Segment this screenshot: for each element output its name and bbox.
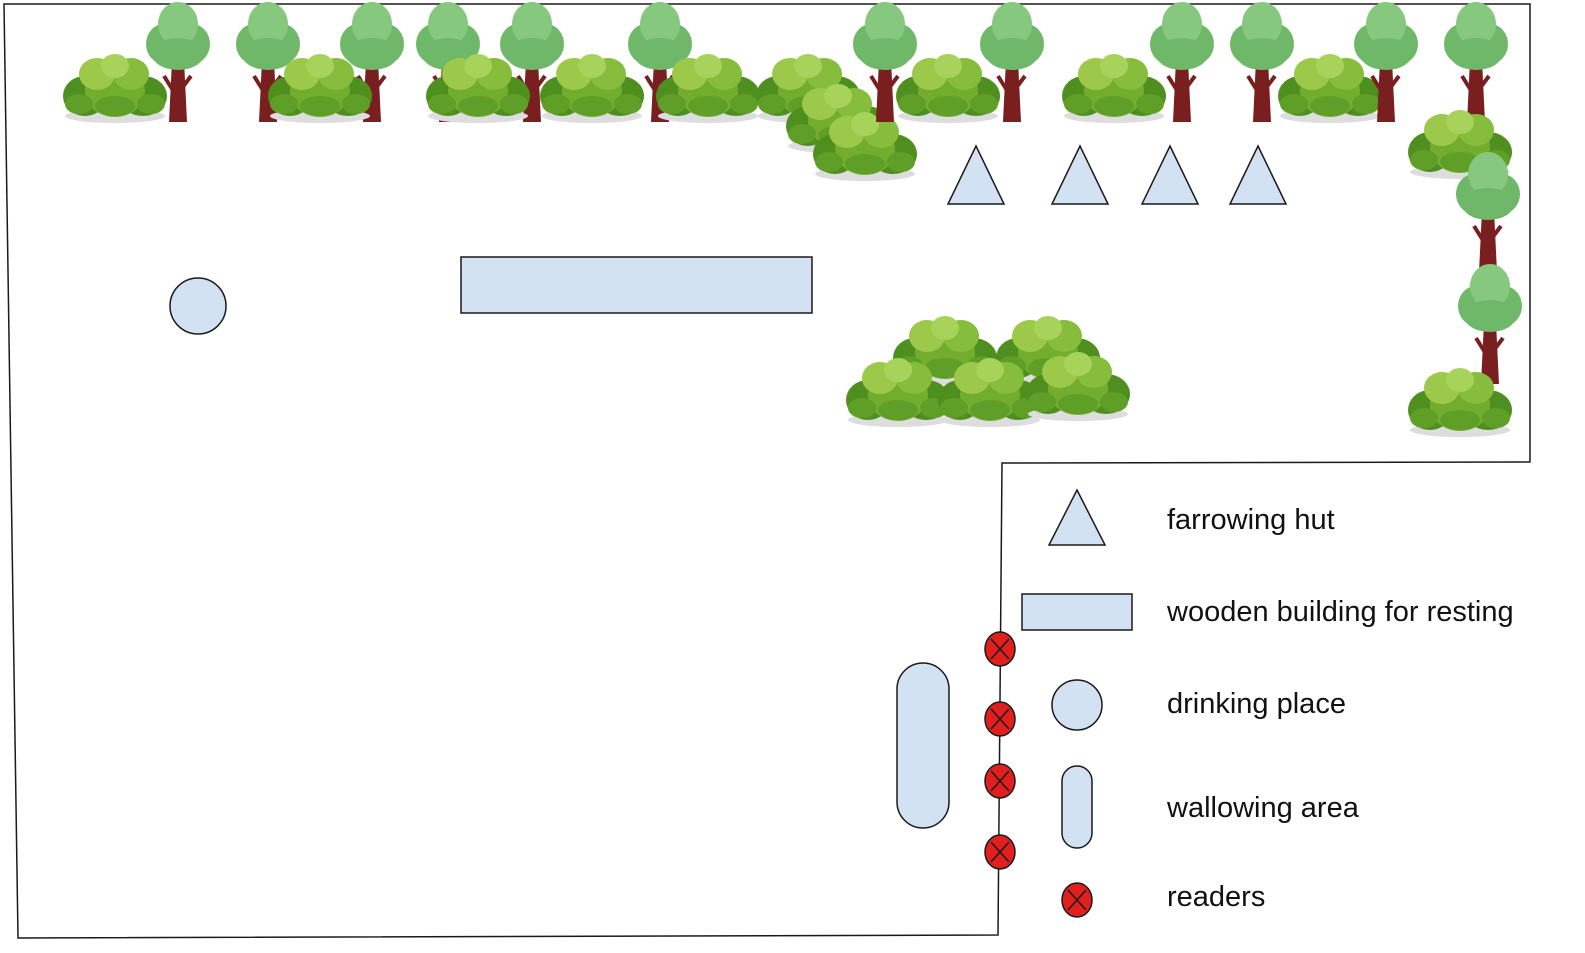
tree-line-top bbox=[63, 0, 1510, 181]
farrowing-hut bbox=[946, 144, 1006, 205]
legend-label-wallowing-area: wallowing area bbox=[1166, 792, 1360, 824]
legend-label-drinking-place: drinking place bbox=[1167, 688, 1346, 720]
farrowing-hut bbox=[1050, 144, 1110, 205]
legend-circle-icon bbox=[1051, 679, 1103, 731]
wallowing-area bbox=[896, 662, 950, 829]
reader-icon bbox=[984, 763, 1016, 799]
tree-line-right bbox=[1408, 110, 1524, 437]
wooden-building bbox=[460, 256, 813, 314]
tree-icon bbox=[1456, 262, 1524, 386]
bush-cluster bbox=[846, 316, 1130, 427]
legend: farrowing hut wooden building for restin… bbox=[1021, 488, 1514, 918]
bush-icon bbox=[1062, 54, 1166, 123]
reader-icon bbox=[984, 834, 1016, 870]
farrowing-huts bbox=[946, 144, 1288, 205]
drinking-place bbox=[169, 277, 227, 335]
reader-icon bbox=[984, 701, 1016, 737]
bush-icon bbox=[896, 54, 1000, 123]
legend-label-wooden-building: wooden building for resting bbox=[1166, 596, 1514, 628]
legend-rectangle-icon bbox=[1021, 593, 1133, 631]
legend-triangle-icon bbox=[1047, 488, 1107, 546]
reader-icon bbox=[984, 631, 1016, 667]
bush-icon bbox=[540, 54, 644, 123]
legend-capsule-icon bbox=[1061, 765, 1093, 849]
legend-label-farrowing-hut: farrowing hut bbox=[1167, 504, 1335, 536]
farrowing-hut bbox=[1140, 144, 1200, 205]
paddock-boundary bbox=[3, 3, 1531, 939]
farrowing-hut bbox=[1228, 144, 1288, 205]
legend-reader-icon bbox=[1061, 882, 1093, 918]
bush-icon bbox=[63, 54, 167, 123]
legend-label-readers: readers bbox=[1167, 881, 1265, 913]
tree-icon bbox=[1442, 0, 1510, 124]
